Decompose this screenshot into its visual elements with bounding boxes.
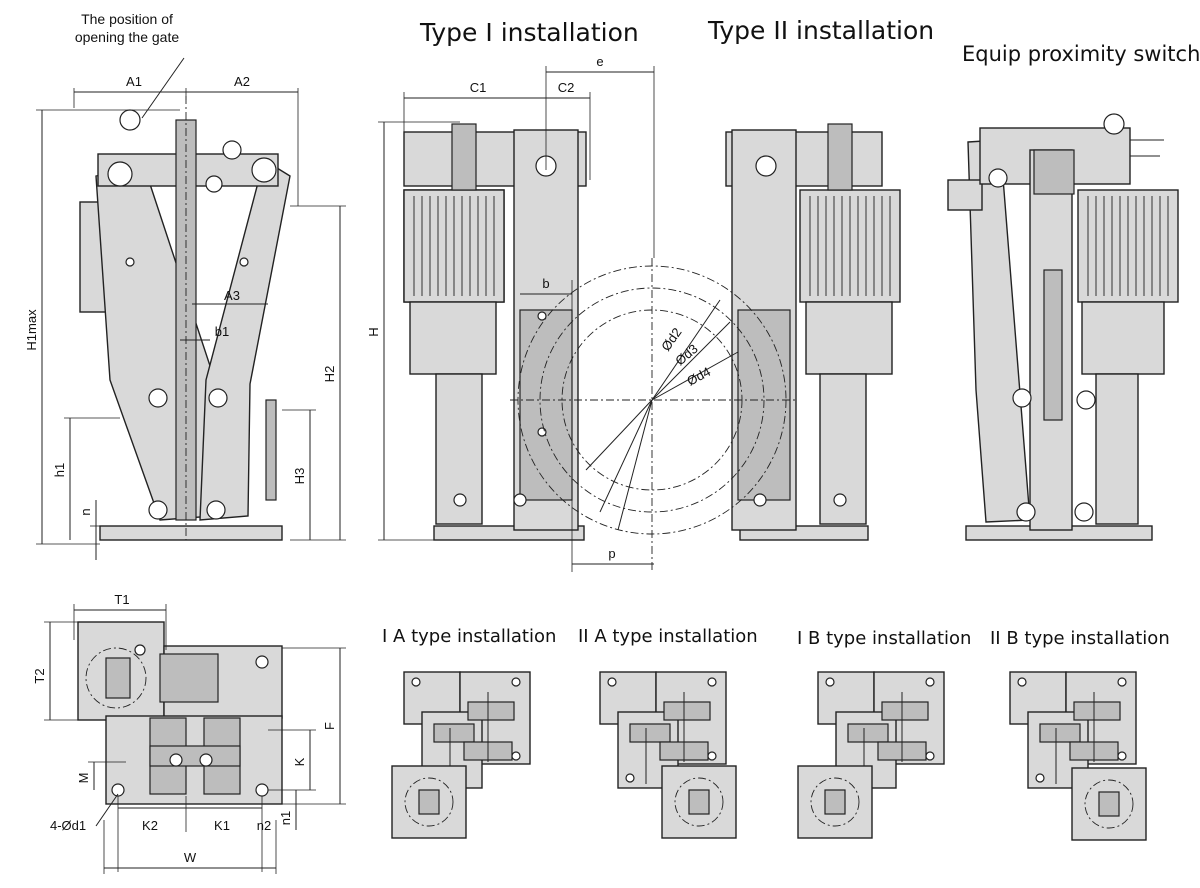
dim-A3: A3 [224, 288, 240, 303]
dim-4-d1: 4-Ød1 [50, 818, 86, 833]
dim-W: W [184, 850, 197, 865]
dim-e: e [596, 54, 603, 69]
title-ia-installation: I A type installation [382, 626, 557, 647]
dim-C2: C2 [558, 80, 575, 95]
gate-note-line1: The position of [81, 11, 173, 27]
dim-H2: H2 [322, 366, 337, 383]
dim-n: n [78, 508, 93, 515]
title-iia-installation: II A type installation [578, 626, 758, 647]
dim-K2: K2 [142, 818, 158, 833]
proximity-switch-drawing [947, 113, 1179, 541]
dim-H3: H3 [292, 468, 307, 485]
type-installation-drawing [378, 66, 901, 572]
dim-A1: A1 [126, 74, 142, 89]
dim-n1: n1 [278, 811, 293, 825]
dim-T2: T2 [32, 668, 47, 683]
ib-plan-drawing [797, 671, 945, 839]
dim-F: F [322, 722, 337, 730]
dim-H: H [366, 327, 381, 336]
dim-A2: A2 [234, 74, 250, 89]
title-type2-installation: Type II installation [708, 16, 935, 45]
title-iib-installation: II B type installation [990, 628, 1170, 649]
dim-h1: h1 [52, 463, 67, 477]
dim-b: b [542, 276, 549, 291]
dim-C1: C1 [470, 80, 487, 95]
title-proximity-switch: Equip proximity switch [962, 42, 1200, 66]
title-ib-installation: I B type installation [797, 628, 972, 649]
dim-H1max: H1max [24, 309, 39, 351]
dim-K1: K1 [214, 818, 230, 833]
iib-plan-drawing [1009, 671, 1147, 841]
dim-M: M [76, 773, 91, 784]
dim-b1: b1 [215, 324, 229, 339]
dim-d4: Ød4 [684, 364, 713, 389]
dim-n2: n2 [257, 818, 271, 833]
dim-K: K [292, 757, 307, 766]
iia-plan-drawing [599, 671, 737, 839]
gate-note-line2: opening the gate [75, 29, 180, 45]
ia-plan-drawing [391, 671, 531, 839]
dim-T1: T1 [114, 592, 129, 607]
title-type1-installation: Type I installation [420, 18, 639, 47]
dim-p: p [608, 546, 615, 561]
front-view-drawing [36, 57, 346, 560]
base-plan-drawing [44, 604, 346, 874]
